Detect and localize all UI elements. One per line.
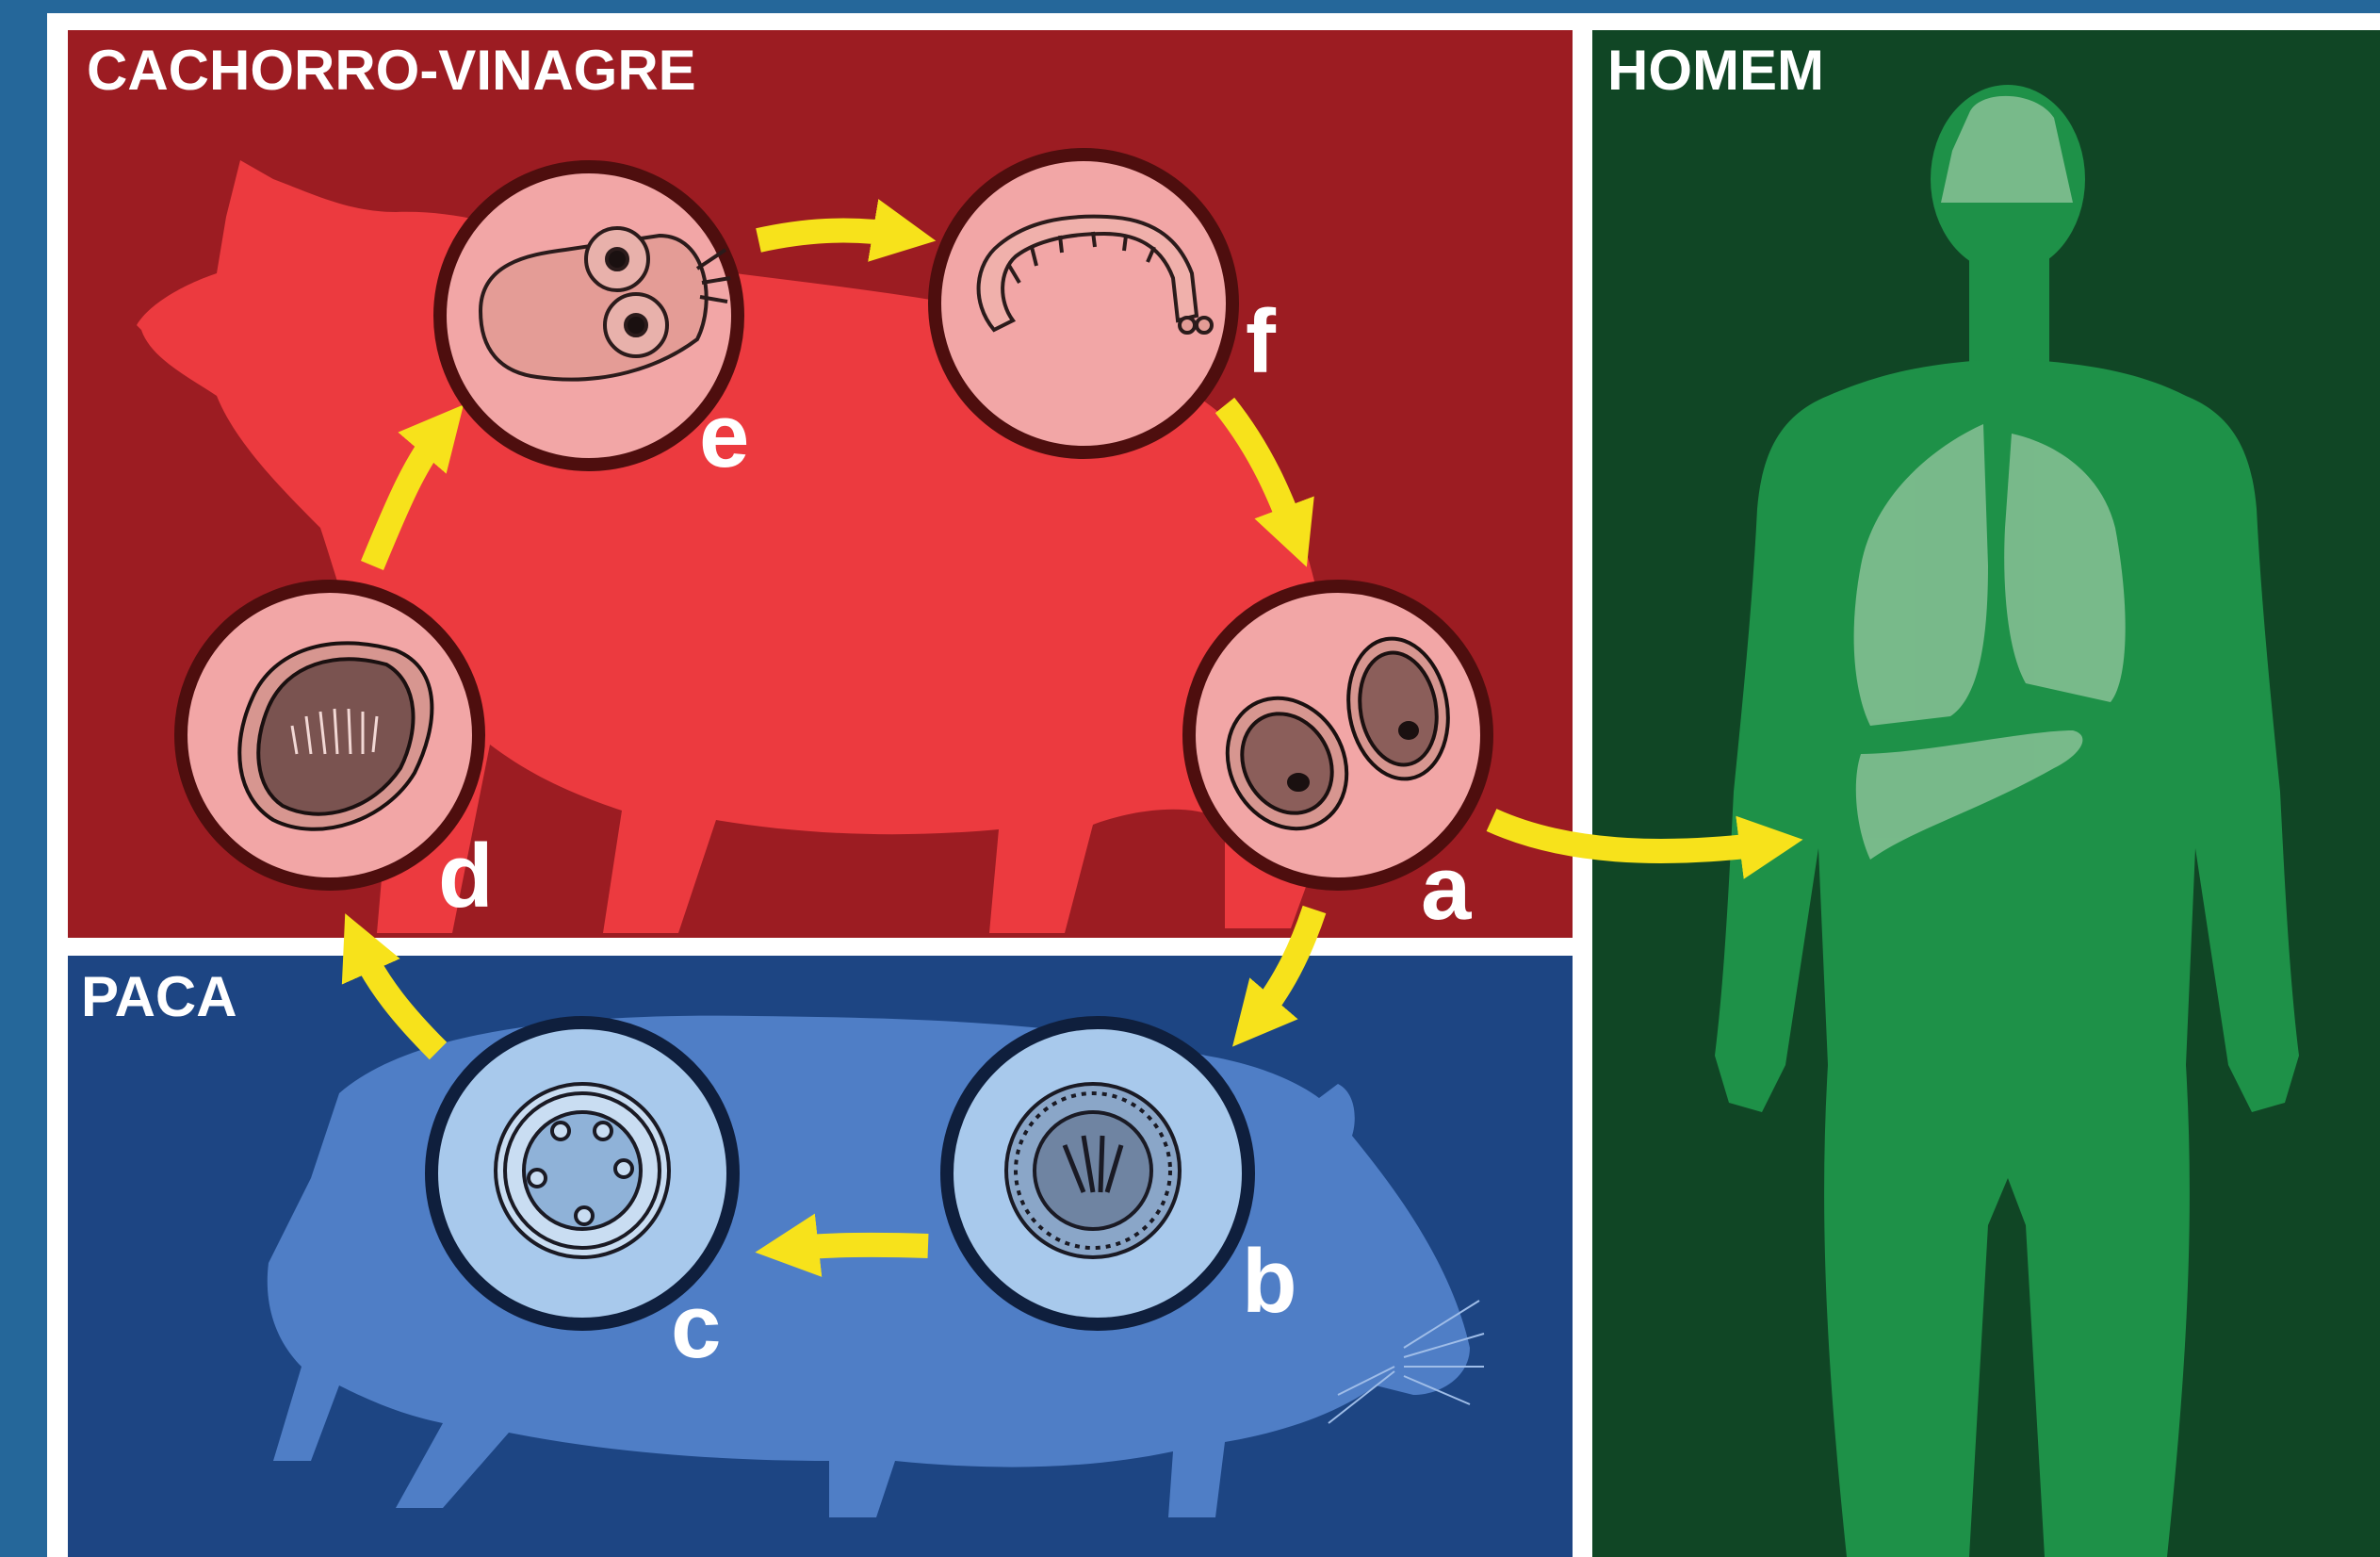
hydatid-cyst-icon xyxy=(496,1084,669,1257)
intermediate-host-title: PACA xyxy=(81,965,237,1028)
stage-a-label: a xyxy=(1421,838,1472,939)
arrow-e-to-f xyxy=(758,231,905,240)
oncosphere-icon xyxy=(1006,1084,1180,1257)
accidental-host-title: HOMEM xyxy=(1607,39,1824,102)
stage-c-label: c xyxy=(671,1276,721,1377)
stage-f-label: f xyxy=(1246,291,1277,392)
stage-b-label: b xyxy=(1242,1231,1297,1332)
definitive-host-title: CACHORRO-VINAGRE xyxy=(87,39,696,102)
accidental-host-panel: HOMEM xyxy=(1592,30,2380,1557)
stage-d-label: d xyxy=(438,826,494,926)
stage-e-label: e xyxy=(699,385,749,486)
arrow-b-to-c xyxy=(787,1245,928,1249)
